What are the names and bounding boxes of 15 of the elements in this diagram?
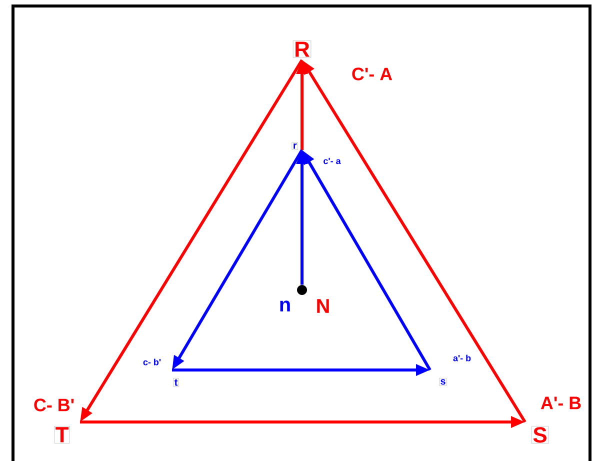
dot (297, 284, 307, 295)
phase-label: C- B' (34, 398, 74, 412)
vertex-letter: R (292, 40, 312, 58)
vertex-letter: t (173, 378, 179, 387)
vertex-letter: S (532, 426, 549, 444)
phase-label: C'- A (352, 68, 392, 80)
point-letter: N (317, 299, 329, 313)
vertex-letter: r (292, 142, 298, 150)
phase-label: c'- a (324, 158, 341, 164)
vertex-letter: s (439, 378, 447, 386)
phase-label: a'- b (453, 354, 471, 362)
phase-label: c- b' (143, 358, 161, 366)
point-letter: n (280, 300, 290, 312)
phase-label: A'- B (540, 396, 581, 410)
vertex-letter: T (54, 426, 70, 444)
